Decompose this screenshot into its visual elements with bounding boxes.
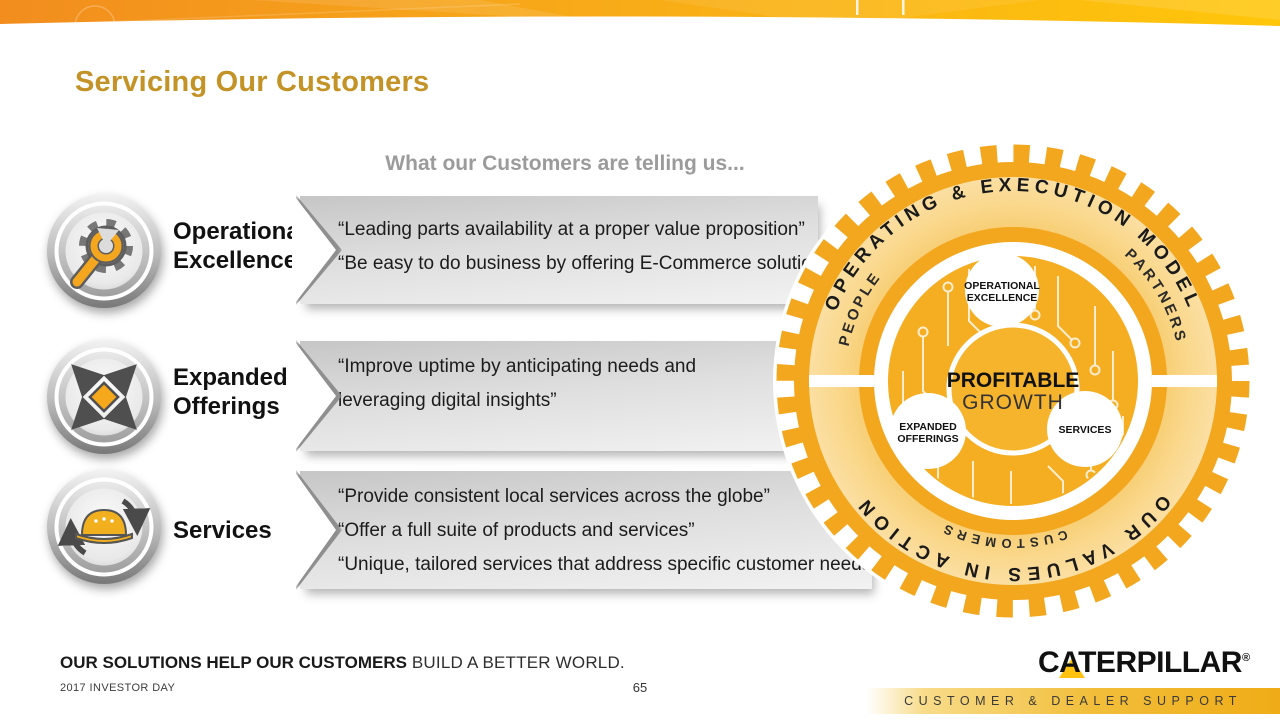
band-divider-right: [1152, 375, 1217, 387]
row-label-operational-excellence: Operational Excellence: [173, 218, 307, 274]
node-services: [1047, 391, 1123, 467]
row-label-expanded-offerings: Expanded Offerings: [173, 364, 288, 420]
svg-text:OFFERINGS: OFFERINGS: [897, 433, 958, 445]
svg-text:EXCELLENCE: EXCELLENCE: [967, 292, 1038, 304]
quote-line: “Leading parts availability at a proper …: [338, 219, 805, 240]
tagline-light: BUILD A BETTER WORLD.: [406, 653, 625, 672]
gear-teeth-ring: [776, 144, 1250, 618]
operating-model-gear-diagram: OPERATING & EXECUTION MODEL PEOPLE PARTN…: [773, 141, 1253, 621]
quote-box-operational-excellence: “Leading parts availability at a proper …: [292, 193, 839, 307]
center-label-profitable: PROFITABLE: [947, 369, 1080, 392]
cycle-arrow-bottom: [57, 518, 87, 556]
svg-text:EXPANDED: EXPANDED: [899, 421, 957, 433]
caterpillar-logo: CATERPILLAR®: [1038, 646, 1250, 680]
quote-line: “Offer a full suite of products and serv…: [338, 520, 695, 541]
four-arrows-glyph: [71, 364, 137, 430]
page-number: 65: [632, 680, 648, 695]
quote-line: “Improve uptime by anticipating needs an…: [338, 356, 697, 377]
event-label: 2017 INVESTOR DAY: [60, 682, 176, 694]
hardhat-services-icon: [47, 470, 161, 584]
quote-line: leveraging digital insights”: [338, 390, 557, 411]
node-expanded-offerings: [890, 393, 966, 469]
segment-bar: CUSTOMER & DEALER SUPPORT: [866, 688, 1280, 714]
quote-box-services: “Provide consistent local services acros…: [292, 468, 878, 592]
brand-wordmark: CATERPILLAR: [1038, 646, 1242, 679]
quote-line: “Provide consistent local services acros…: [338, 486, 770, 507]
top-banner-graphic: [0, 0, 1280, 47]
chevron-arrow: [292, 193, 336, 307]
gear-wrench-icon: [47, 194, 161, 308]
expand-arrows-icon: [47, 340, 161, 454]
center-label-growth: GROWTH: [962, 391, 1064, 414]
customers-subtitle: What our Customers are telling us...: [385, 152, 745, 175]
node-operational-excellence: [965, 253, 1039, 327]
page-title: Servicing Our Customers: [75, 66, 430, 98]
svg-text:OPERATIONAL: OPERATIONAL: [964, 280, 1040, 292]
quote-box-expanded-offerings: “Improve uptime by anticipating needs an…: [292, 338, 818, 454]
svg-text:SERVICES: SERVICES: [1059, 424, 1112, 436]
hardhat-glyph: [75, 509, 133, 544]
wrench-glyph: [70, 228, 124, 289]
quote-line: “Unique, tailored services that address …: [338, 554, 878, 575]
band-divider-left: [809, 375, 874, 387]
cycle-arrow-top: [121, 498, 151, 536]
quote-line: “Be easy to do business by offering E-Co…: [338, 253, 839, 274]
tagline-bold: OUR SOLUTIONS HELP OUR CUSTOMERS: [60, 653, 407, 672]
registered-mark: ®: [1241, 652, 1250, 664]
row-label-services: Services: [173, 517, 272, 544]
footer-tagline: OUR SOLUTIONS HELP OUR CUSTOMERS BUILD A…: [60, 653, 625, 673]
